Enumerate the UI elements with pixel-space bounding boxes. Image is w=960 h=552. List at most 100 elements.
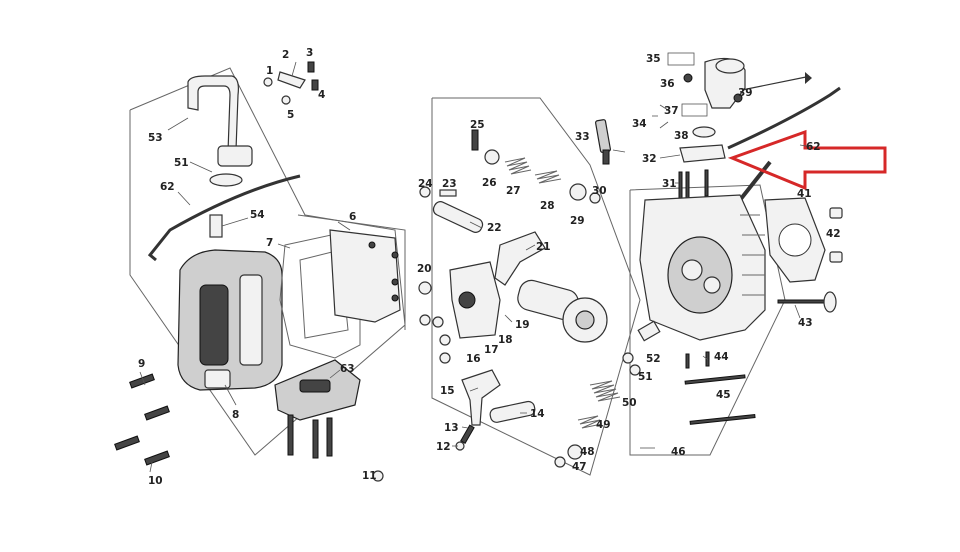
spark-plug-33 [595,119,611,165]
callout-21: 21 [536,241,551,253]
callout-51-left: 51 [174,157,189,169]
callout-50: 50 [622,397,637,409]
callout-13: 13 [444,422,459,434]
leader-39 [741,76,807,91]
callout-33: 33 [575,131,590,143]
valve-springs-upper [471,129,601,204]
callout-37: 37 [664,105,679,117]
breather-tube-53 [187,75,253,167]
part-52 [637,320,661,342]
callout-36: 36 [660,78,675,90]
bracket-35 [667,52,695,66]
callout-49: 49 [596,419,611,431]
callout-17: 17 [484,344,499,356]
callout-43: 43 [798,317,813,329]
callout-52: 52 [646,353,661,365]
callout-23: 23 [442,178,457,190]
callout-4: 4 [318,89,325,101]
rocker-shaft-22 [432,201,484,233]
arrow-head-39 [805,72,812,84]
callout-10: 10 [148,475,163,487]
hose-62-left [147,174,301,262]
cylinder-head [639,194,766,341]
callout-30: 30 [592,185,607,197]
callout-9: 9 [138,358,145,370]
callout-22: 22 [487,222,502,234]
head-group-outline [629,184,786,456]
cam-holder [449,261,501,339]
hose-62-right [727,86,841,150]
studs-31 [678,169,709,199]
callout-48: 48 [580,446,595,458]
dowels-42 [829,207,843,263]
gasket-32 [679,144,726,163]
callout-16: 16 [466,353,481,365]
gasket-group-outline [297,214,406,330]
callout-25: 25 [470,119,485,131]
nuts-20 [418,281,451,364]
callout-8: 8 [232,409,239,421]
callout-39: 39 [738,87,753,99]
callout-26: 26 [482,177,497,189]
callout-53: 53 [148,132,163,144]
camshaft [517,279,608,343]
callout-31: 31 [662,178,677,190]
plug-54 [209,214,223,238]
callout-12: 12 [436,441,451,453]
callout-42: 42 [826,228,841,240]
callout-27: 27 [506,185,521,197]
rocker-group-outline [431,97,641,476]
adjuster-13 [460,424,475,444]
callout-32: 32 [642,153,657,165]
callout-15: 15 [440,385,455,397]
studs-44-45 [684,351,756,425]
washer-24 [419,186,431,198]
gasket-51 [209,173,243,187]
rocker-arm-15 [461,369,501,426]
callout-62-right: 62 [806,141,821,153]
bolts-9-10 [114,373,170,466]
valve-springs-lower [554,352,641,468]
callout-54: 54 [250,209,265,221]
nut-39 [733,93,743,103]
callout-6: 6 [349,211,356,223]
valve-43 [777,291,837,313]
small-parts-1-5 [263,61,319,105]
callout-19: 19 [515,319,530,331]
bolts-lower [287,414,333,459]
callout-20: 20 [417,263,432,275]
callout-46: 46 [671,446,686,458]
pin-23 [439,189,457,197]
rocker-shaft-14 [489,400,536,423]
callout-14: 14 [530,408,545,420]
callout-2: 2 [282,49,289,61]
callout-29: 29 [570,215,585,227]
callout-28: 28 [540,200,555,212]
head-gasket-41 [764,197,826,283]
callout-5: 5 [287,109,294,121]
callout-41: 41 [797,188,812,200]
callout-38: 38 [674,130,689,142]
callout-34: 34 [632,118,647,130]
cover-plate-6 [329,229,401,323]
tube-right [738,160,772,202]
callout-35: 35 [646,53,661,65]
rocker-arm-21 [494,231,546,286]
cover-group-outline [129,67,406,456]
callout-62-left: 62 [160,181,175,193]
valve-cover-8 [177,249,283,391]
callout-24: 24 [418,178,433,190]
callout-45: 45 [716,389,731,401]
leader-lines [139,61,813,473]
callout-44: 44 [714,351,729,363]
callout-7: 7 [266,237,273,249]
nut-36 [683,73,693,83]
callout-labels: 1 2 3 4 5 6 7 8 9 10 11 12 13 14 15 16 1… [138,47,841,487]
highlight-arrow [727,129,887,191]
callout-47: 47 [572,461,587,473]
callout-11: 11 [362,470,377,482]
bracket-63 [274,359,361,421]
callout-3: 3 [306,47,313,59]
